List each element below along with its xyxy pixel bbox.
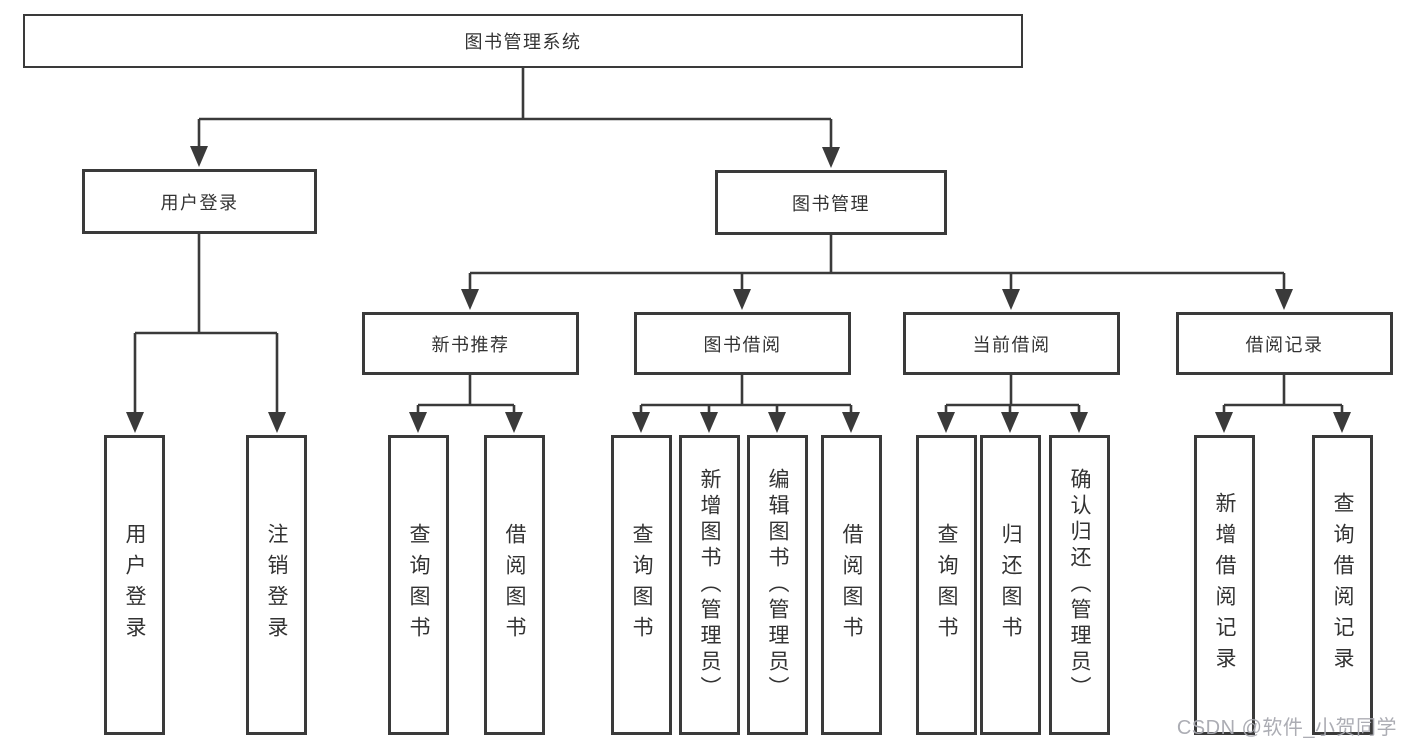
- node-borrow-records-label: 借阅记录: [1245, 334, 1324, 355]
- node-query-books-current-label: 查询图书: [935, 523, 958, 647]
- node-query-borrow-record: 查询借阅记录: [1312, 435, 1373, 735]
- node-borrow-books-label: 借阅图书: [840, 523, 863, 647]
- node-return-book: 归还图书: [980, 435, 1041, 735]
- node-confirm-return-admin: 确认归还（管理员）: [1049, 435, 1110, 735]
- node-borrow-books: 借阅图书: [821, 435, 882, 735]
- node-library-system: 图书管理系统: [23, 14, 1023, 68]
- node-return-book-label: 归还图书: [999, 523, 1022, 647]
- node-query-books-borrow: 查询图书: [611, 435, 672, 735]
- node-book-borrow-label: 图书借阅: [703, 334, 782, 355]
- watermark: CSDN @软件_小贺同学: [1176, 717, 1397, 739]
- node-user-login-leaf-label: 用户登录: [123, 523, 146, 647]
- node-borrow-books-recommend-label: 借阅图书: [503, 523, 526, 647]
- node-add-book-admin: 新增图书（管理员）: [679, 435, 740, 735]
- node-new-book-recommend: 新书推荐: [362, 312, 579, 375]
- node-borrow-books-recommend: 借阅图书: [484, 435, 545, 735]
- node-query-borrow-record-label: 查询借阅记录: [1331, 492, 1354, 678]
- node-logout-leaf: 注销登录: [246, 435, 307, 735]
- node-query-books-recommend: 查询图书: [388, 435, 449, 735]
- node-user-login-leaf: 用户登录: [104, 435, 165, 735]
- node-add-book-admin-label: 新增图书（管理员）: [698, 468, 721, 702]
- node-book-management-label: 图书管理: [792, 193, 870, 214]
- node-add-borrow-record-label: 新增借阅记录: [1213, 492, 1236, 678]
- node-library-system-label: 图书管理系统: [464, 32, 582, 52]
- node-edit-book-admin: 编辑图书（管理员）: [747, 435, 808, 735]
- node-book-management: 图书管理: [715, 170, 947, 235]
- arrowheads: [126, 146, 1351, 433]
- node-query-books-recommend-label: 查询图书: [407, 523, 430, 647]
- node-borrow-records: 借阅记录: [1176, 312, 1393, 375]
- node-edit-book-admin-label: 编辑图书（管理员）: [766, 468, 789, 702]
- node-query-books-current: 查询图书: [916, 435, 977, 735]
- node-confirm-return-admin-label: 确认归还（管理员）: [1068, 468, 1091, 702]
- node-user-login-label: 用户登录: [160, 192, 239, 213]
- node-user-login: 用户登录: [82, 169, 317, 234]
- node-current-borrow-label: 当前借阅: [972, 334, 1051, 355]
- node-add-borrow-record: 新增借阅记录: [1194, 435, 1255, 735]
- node-query-books-borrow-label: 查询图书: [630, 523, 653, 647]
- node-current-borrow: 当前借阅: [903, 312, 1120, 375]
- node-book-borrow: 图书借阅: [634, 312, 851, 375]
- node-new-book-recommend-label: 新书推荐: [431, 334, 510, 355]
- node-logout-leaf-label: 注销登录: [265, 523, 288, 647]
